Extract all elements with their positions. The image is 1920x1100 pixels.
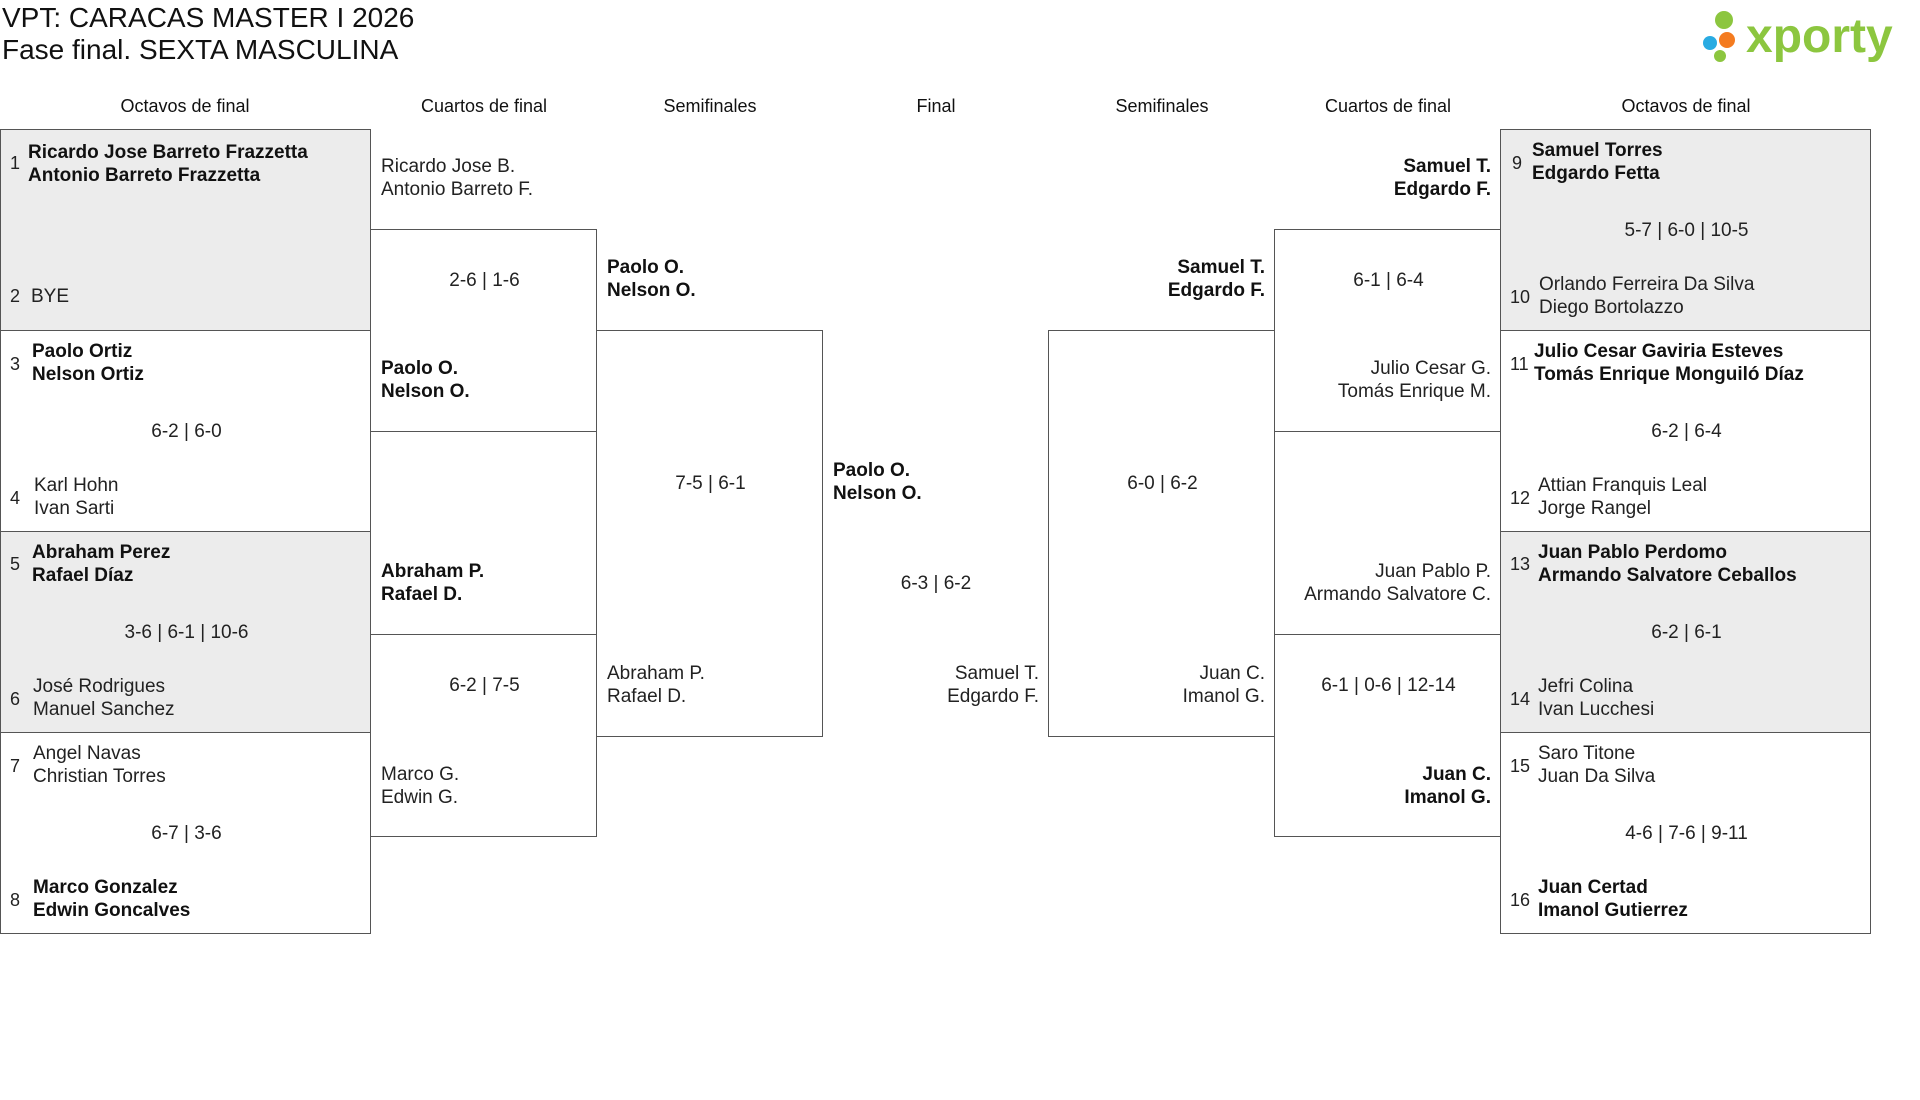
team-loser: Ricardo Jose B.Antonio Barreto F. (381, 156, 534, 200)
match-left-qf-2: 6-2 | 7-5 (370, 634, 597, 837)
logo-dot-green-top (1715, 11, 1733, 29)
round-header-final: Final (916, 96, 956, 116)
match-score: 7-5 | 6-1 (675, 473, 746, 494)
logo-dot-green-bottom (1714, 50, 1726, 62)
seed-number: 7 (10, 756, 21, 776)
match-score: 6-2 | 6-0 (151, 421, 222, 442)
final-winner: Paolo O.Nelson O. (833, 460, 922, 504)
team-winner: Samuel T.Edgardo F. (1167, 257, 1265, 301)
seed-number: 11 (1510, 354, 1529, 374)
match-right-qf-2: 6-1 | 0-6 | 12-14 (1274, 634, 1501, 837)
seed-number: 8 (10, 890, 21, 910)
seed-number: 4 (10, 488, 21, 508)
seed-number: 5 (10, 554, 21, 574)
team-winner: Juan C.Imanol G. (1404, 764, 1491, 808)
match-left-qf-1: 2-6 | 1-6 (370, 229, 597, 432)
match-left-sf: 7-5 | 6-1 (596, 330, 823, 737)
logo-dot-orange (1719, 32, 1735, 48)
match-score: 3-6 | 6-1 | 10-6 (124, 622, 249, 643)
logo-text: xporty (1746, 10, 1893, 63)
round-header-left-octavos: Octavos de final (120, 96, 250, 116)
round-header-left-cuartos: Cuartos de final (420, 96, 548, 116)
seed-number: 10 (1510, 287, 1531, 307)
team-loser: Juan C.Imanol G. (1182, 663, 1265, 707)
team-loser: Juan Pablo P.Armando Salvatore C. (1304, 561, 1491, 605)
match-right-sf: 6-0 | 6-2 (1048, 330, 1275, 737)
seed-number: 13 (1510, 554, 1531, 574)
team-loser: Julio Cesar G.Tomás Enrique M. (1337, 358, 1491, 402)
team-winner: Samuel T.Edgardo F. (1393, 156, 1491, 200)
match-score: 6-2 | 7-5 (449, 675, 520, 696)
match-score: 6-1 | 0-6 | 12-14 (1321, 675, 1456, 696)
match-score: 6-2 | 6-4 (1651, 421, 1722, 442)
logo-dot-blue (1703, 36, 1717, 50)
match-right-qf-1: 6-1 | 6-4 (1274, 229, 1501, 432)
seed-number: 2 (10, 286, 21, 306)
seed-number: 12 (1510, 488, 1531, 508)
page-subtitle: Fase final. SEXTA MASCULINA (2, 34, 399, 65)
seed-number: 6 (10, 689, 21, 709)
seed-number: 9 (1512, 153, 1523, 173)
seed-number: 3 (10, 354, 21, 374)
round-header-right-cuartos: Cuartos de final (1324, 96, 1452, 116)
team-bye: BYE (31, 286, 70, 307)
team-winner: Paolo O.Nelson O. (381, 358, 470, 402)
seed-number: 1 (10, 153, 21, 173)
match-score: 6-7 | 3-6 (151, 823, 222, 844)
final-score: 6-3 | 6-2 (900, 573, 972, 594)
page-title: VPT: CARACAS MASTER I 2026 (2, 2, 415, 33)
match-score: 2-6 | 1-6 (449, 270, 520, 291)
match-score: 5-7 | 6-0 | 10-5 (1624, 220, 1749, 241)
round-header-right-octavos: Octavos de final (1621, 96, 1751, 116)
xporty-logo: xporty (1703, 10, 1893, 63)
round-header-right-semis: Semifinales (1115, 96, 1209, 116)
team-winner: Abraham P.Rafael D. (381, 561, 485, 605)
seed-number: 14 (1510, 689, 1531, 709)
team-loser: Abraham P.Rafael D. (607, 663, 705, 707)
match-score: 4-6 | 7-6 | 9-11 (1625, 823, 1748, 844)
match-score: 6-0 | 6-2 (1127, 473, 1198, 494)
team-winner: Paolo O.Nelson O. (607, 257, 696, 301)
team-loser: Marco G.Edwin G. (381, 764, 460, 808)
seed-number: 16 (1510, 890, 1531, 910)
final-runner-up: Samuel T.Edgardo F. (947, 663, 1039, 707)
match-score: 6-1 | 6-4 (1353, 270, 1424, 291)
seed-number: 15 (1510, 756, 1531, 776)
round-header-left-semis: Semifinales (663, 96, 757, 116)
match-score: 6-2 | 6-1 (1651, 622, 1722, 643)
